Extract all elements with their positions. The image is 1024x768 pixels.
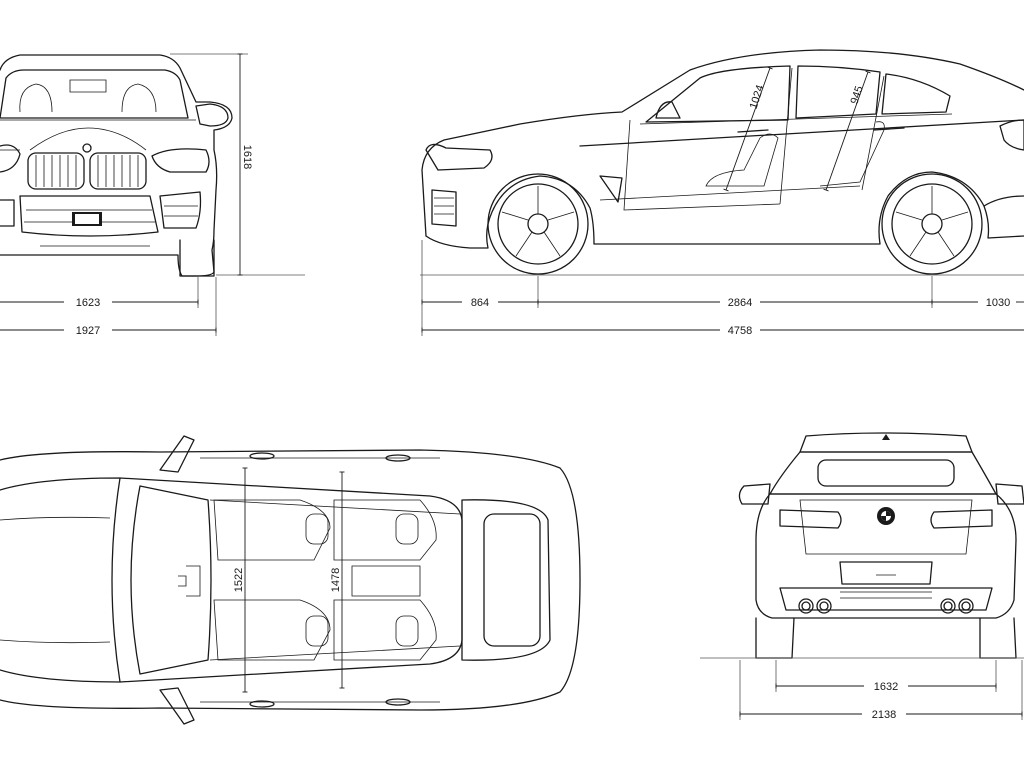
front-height-label: 1618 xyxy=(241,145,253,169)
front-wheel xyxy=(487,173,589,275)
side-view-car-outline xyxy=(421,49,1024,275)
wheelbase-label: 2864 xyxy=(728,297,752,309)
rear-view-car-outline xyxy=(738,432,1024,659)
rear-headroom-label: 945 xyxy=(849,84,866,105)
seat-outlines xyxy=(178,499,437,661)
rear-overall-width-label: 2138 xyxy=(872,709,896,721)
front-overhang-label: 864 xyxy=(471,297,489,309)
front-view-car-outline xyxy=(0,54,233,277)
rear-view: 1632 2138 xyxy=(700,432,1024,721)
overall-length-label: 4758 xyxy=(728,325,752,337)
rear-overhang-label: 1030 xyxy=(986,297,1010,309)
top-view: 1522 1478 xyxy=(0,435,581,725)
front-track-width-label: 1623 xyxy=(76,297,100,309)
kidney-grille xyxy=(27,143,147,190)
front-headroom-label: 1024 xyxy=(748,84,767,111)
side-view: 1024 945 864 2864 1030 4758 xyxy=(420,49,1024,337)
front-overall-width-label: 1927 xyxy=(76,325,100,337)
rear-track-width-label: 1632 xyxy=(874,681,898,693)
front-view: 1618 1623 1927 xyxy=(0,53,305,337)
exhaust-tips xyxy=(798,598,974,614)
front-shoulder-width-label: 1522 xyxy=(233,568,245,592)
rear-shoulder-width-label: 1478 xyxy=(330,568,342,592)
top-view-car-outline xyxy=(0,435,581,725)
rear-wheel xyxy=(881,173,983,275)
